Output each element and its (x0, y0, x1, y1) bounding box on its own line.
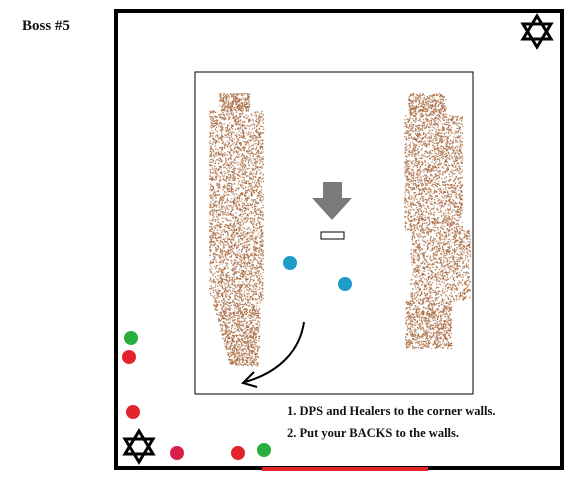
down-arrow-icon (312, 182, 352, 220)
instruction-line-2: 2. Put your BACKS to the walls. (287, 426, 460, 440)
star-of-david-icon (520, 13, 554, 50)
instruction-line-1: 1. DPS and Healers to the corner walls. (287, 404, 496, 418)
sand-patch-right (404, 93, 472, 350)
star-of-david-icon (122, 428, 156, 465)
blue-marker (283, 256, 297, 270)
curved-arrow-icon (244, 321, 305, 383)
crimson-marker (170, 446, 184, 460)
red-marker (126, 405, 140, 419)
red-marker (122, 350, 136, 364)
curved-arrow-head (241, 371, 258, 388)
red-marker (231, 446, 245, 460)
green-marker (124, 331, 138, 345)
sand-patch-left (209, 93, 265, 367)
green-marker (257, 443, 271, 457)
boss-position-marker (320, 231, 345, 240)
blue-marker (338, 277, 352, 291)
diagram-title: Boss #5 (22, 18, 70, 34)
